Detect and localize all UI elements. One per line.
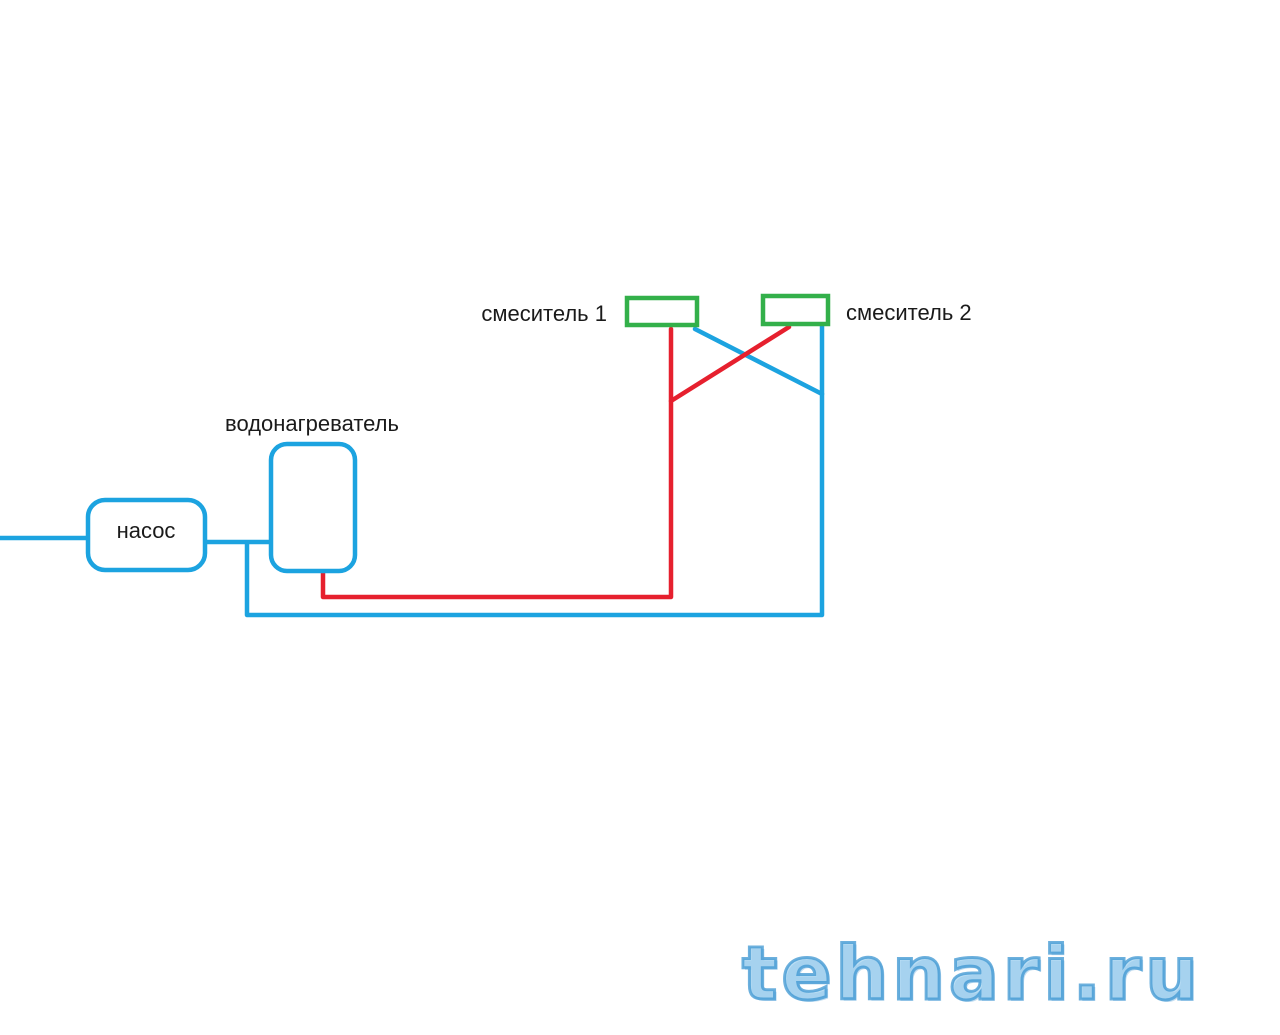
hot-main-line	[320, 326, 674, 600]
mixer2-label: смеситель 2	[846, 300, 972, 325]
cold-diagonal-to-mixer1-line	[692, 326, 825, 397]
pump-label: насос	[117, 518, 176, 543]
pump-box	[85, 497, 208, 573]
mixer2-box	[760, 293, 831, 327]
mixer1-box	[624, 295, 700, 328]
cold-main-branch-line	[244, 323, 825, 618]
tehnari-watermark: tehnari.ru	[740, 930, 1202, 1019]
hot-diagonal-to-mixer2-line	[668, 324, 792, 404]
mixer1-label: смеситель 1	[481, 301, 607, 326]
water-heater-label: водонагреватель	[225, 411, 399, 436]
water-heater-box	[268, 441, 358, 574]
